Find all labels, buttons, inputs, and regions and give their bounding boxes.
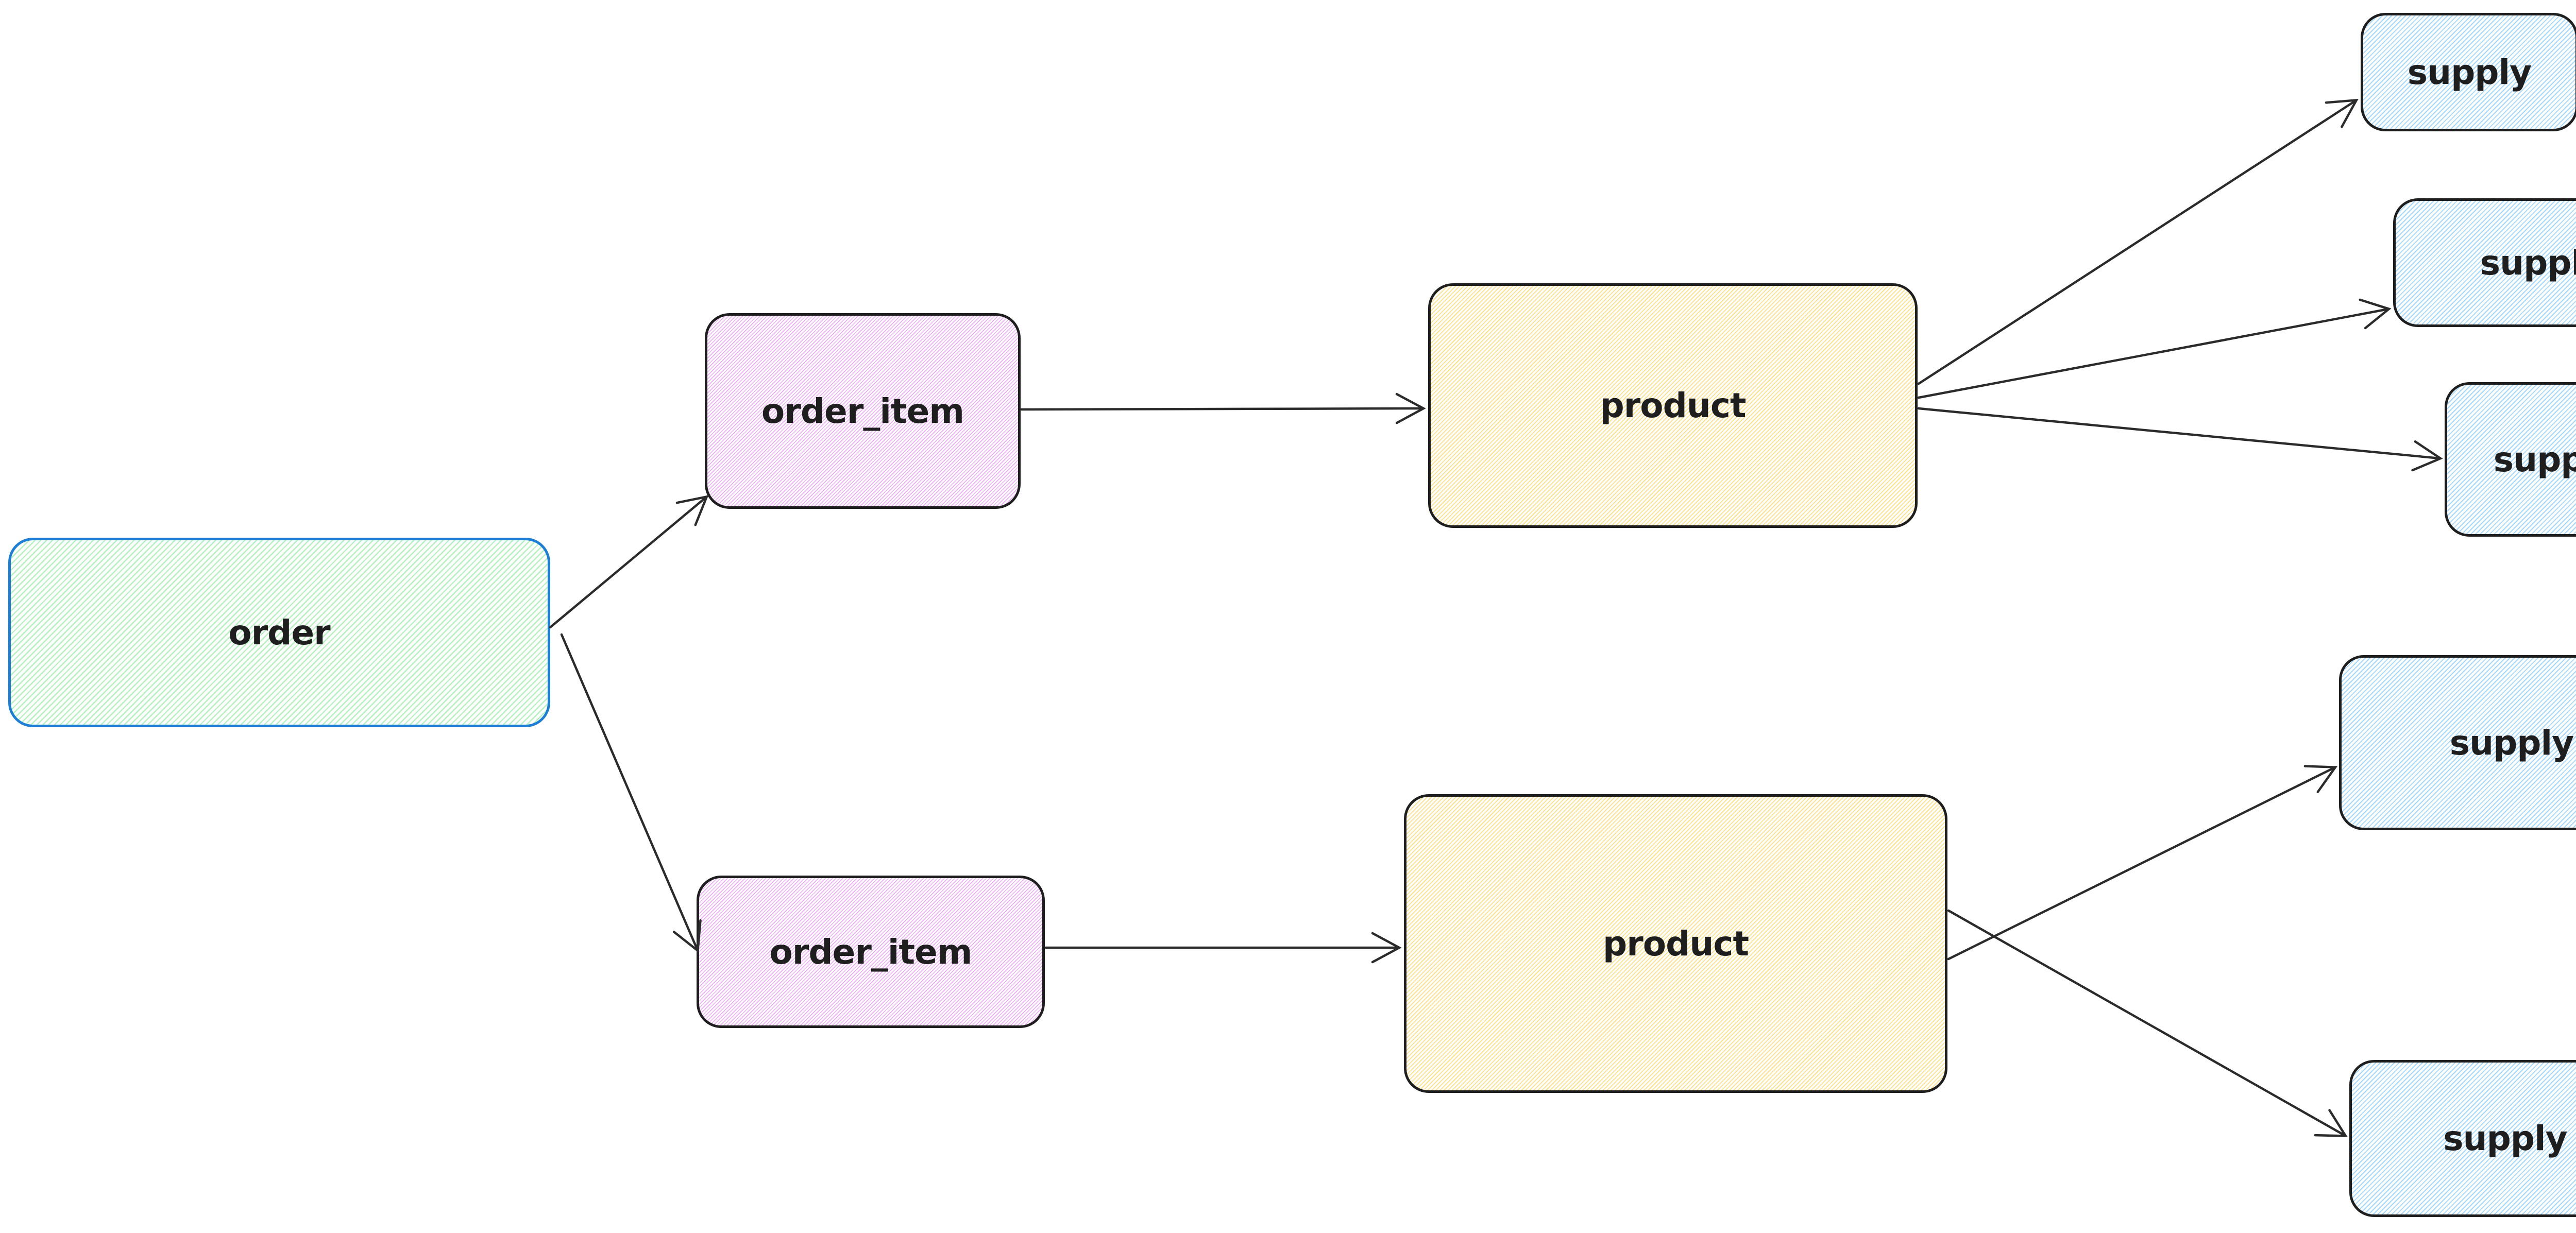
node-supply-4-label: supply	[2449, 723, 2574, 763]
node-product-2-label: product	[1602, 923, 1749, 964]
arrow-product-2-to-supply-4[interactable]	[1947, 765, 2338, 961]
node-supply-5[interactable]: supply	[2349, 1060, 2576, 1217]
arrow-product-2-to-supply-5[interactable]	[1947, 909, 2348, 1137]
node-order-item-1-label: order_item	[761, 391, 964, 431]
node-order-item-1[interactable]: order_item	[705, 313, 1021, 509]
arrow-order-to-order-item-1[interactable]	[549, 495, 709, 629]
node-order[interactable]: order	[8, 538, 550, 727]
arrow-product-1-to-supply-2[interactable]	[1917, 298, 2392, 399]
arrow-product-1-to-supply-1[interactable]	[1917, 98, 2359, 385]
node-order-item-2[interactable]: order_item	[697, 876, 1045, 1028]
node-supply-3[interactable]: supply	[2445, 382, 2576, 537]
node-supply-2[interactable]: supply	[2393, 198, 2576, 327]
node-supply-2-label: supply	[2480, 243, 2576, 283]
node-product-1[interactable]: product	[1428, 283, 1918, 528]
arrow-order-item-1-to-product-1[interactable]	[1020, 392, 1426, 424]
node-supply-3-label: supply	[2493, 439, 2576, 480]
node-product-1-label: product	[1600, 386, 1746, 425]
node-order-item-2-label: order_item	[769, 932, 972, 972]
node-supply-5-label: supply	[2443, 1119, 2567, 1158]
node-supply-1-label: supply	[2407, 52, 2532, 92]
node-supply-1[interactable]: supply	[2361, 13, 2576, 131]
node-supply-4[interactable]: supply	[2339, 655, 2576, 830]
arrow-product-1-to-supply-3[interactable]	[1917, 407, 2443, 472]
node-order-label: order	[228, 612, 330, 653]
arrow-order-to-order-item-2[interactable]	[560, 633, 702, 953]
node-product-2[interactable]: product	[1404, 794, 1947, 1093]
